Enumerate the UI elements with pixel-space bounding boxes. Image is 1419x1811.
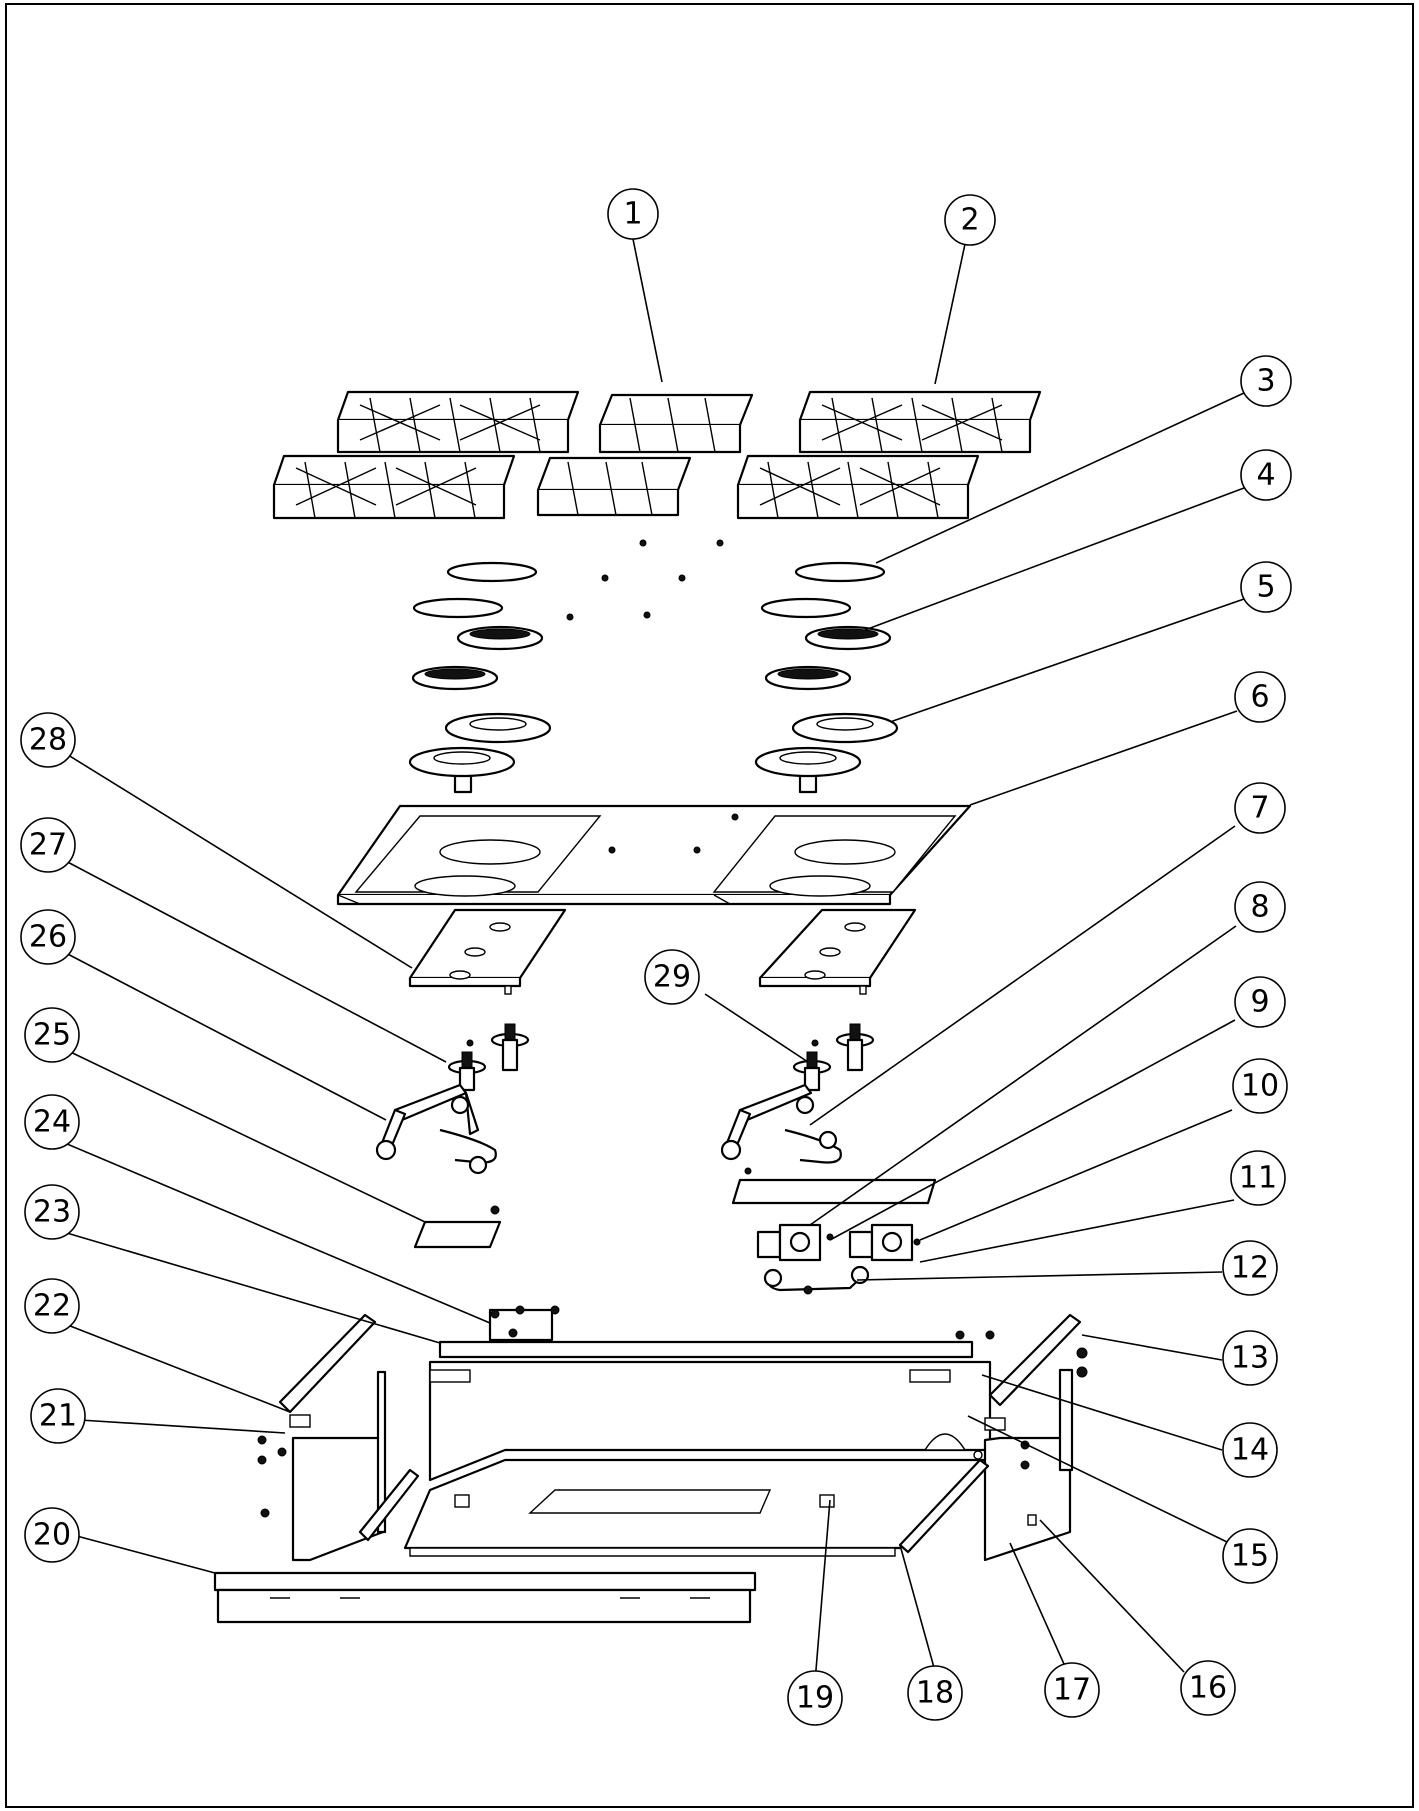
callout-17: 17 bbox=[1044, 1662, 1100, 1718]
svg-text:2: 2 bbox=[960, 203, 979, 238]
grate-left-front bbox=[272, 454, 516, 520]
svg-text:28: 28 bbox=[29, 723, 67, 758]
callout-24: 24 bbox=[24, 1094, 80, 1150]
callout-27: 27 bbox=[20, 817, 76, 873]
burner-grates bbox=[272, 390, 1042, 520]
callout-12: 12 bbox=[1222, 1240, 1278, 1296]
svg-text:19: 19 bbox=[796, 1681, 834, 1716]
chassis bbox=[257, 1305, 1088, 1562]
svg-text:24: 24 bbox=[33, 1105, 71, 1140]
cover-plate-right bbox=[731, 1167, 937, 1205]
callout-4: 4 bbox=[1240, 449, 1292, 501]
svg-text:25: 25 bbox=[33, 1018, 71, 1053]
burner-caps-left bbox=[412, 561, 538, 619]
callout-21: 21 bbox=[30, 1388, 86, 1444]
grate-right-back bbox=[798, 390, 1042, 454]
callout-13: 13 bbox=[1222, 1330, 1278, 1386]
cover-plate-left bbox=[413, 1205, 502, 1249]
burner-caps-right bbox=[760, 561, 886, 619]
callout-15: 15 bbox=[1222, 1528, 1278, 1584]
callout-19: 19 bbox=[787, 1670, 843, 1726]
right-side-panel bbox=[983, 1436, 1072, 1562]
callout-23: 23 bbox=[24, 1184, 80, 1240]
svg-text:18: 18 bbox=[916, 1676, 954, 1711]
svg-text:15: 15 bbox=[1231, 1539, 1269, 1574]
svg-text:14: 14 bbox=[1231, 1433, 1269, 1468]
heat-shield-left bbox=[408, 908, 567, 995]
drawing-border bbox=[5, 3, 1414, 1808]
callout-28: 28 bbox=[20, 712, 76, 768]
svg-text:1: 1 bbox=[623, 197, 642, 232]
svg-text:21: 21 bbox=[39, 1399, 77, 1434]
callout-9: 9 bbox=[1234, 976, 1286, 1028]
svg-text:27: 27 bbox=[29, 828, 67, 863]
callout-7: 7 bbox=[1234, 782, 1286, 834]
valve-assembly-right bbox=[720, 1023, 875, 1164]
callout-20: 20 bbox=[24, 1507, 80, 1563]
grate-left-back bbox=[336, 390, 580, 454]
svg-text:10: 10 bbox=[1241, 1069, 1279, 1104]
callout-26: 26 bbox=[20, 909, 76, 965]
svg-text:13: 13 bbox=[1231, 1341, 1269, 1376]
svg-text:9: 9 bbox=[1250, 985, 1269, 1020]
callout-22: 22 bbox=[24, 1278, 80, 1334]
svg-text:29: 29 bbox=[653, 960, 691, 995]
ignition-modules bbox=[756, 1223, 921, 1295]
callout-8: 8 bbox=[1234, 881, 1286, 933]
svg-text:16: 16 bbox=[1189, 1671, 1227, 1706]
callout-10: 10 bbox=[1232, 1058, 1288, 1114]
heat-shield-right bbox=[758, 908, 917, 995]
callout-1: 1 bbox=[607, 188, 659, 240]
valve-assembly-left bbox=[375, 1023, 530, 1175]
svg-text:7: 7 bbox=[1250, 791, 1269, 826]
leader-lines bbox=[59, 238, 1245, 1683]
svg-text:4: 4 bbox=[1256, 458, 1275, 493]
back-rail bbox=[438, 1340, 974, 1359]
callout-18: 18 bbox=[907, 1665, 963, 1721]
svg-text:6: 6 bbox=[1250, 680, 1269, 715]
left-angle-rail bbox=[278, 1313, 377, 1414]
grate-middle-back bbox=[598, 393, 754, 454]
svg-text:20: 20 bbox=[33, 1518, 71, 1553]
callout-25: 25 bbox=[24, 1007, 80, 1063]
svg-text:22: 22 bbox=[33, 1289, 71, 1324]
svg-text:17: 17 bbox=[1053, 1673, 1091, 1708]
svg-text:12: 12 bbox=[1231, 1251, 1269, 1286]
svg-text:23: 23 bbox=[33, 1195, 71, 1230]
callout-11: 11 bbox=[1230, 1150, 1286, 1206]
svg-text:11: 11 bbox=[1239, 1161, 1277, 1196]
screws bbox=[566, 539, 724, 621]
callout-2: 2 bbox=[944, 194, 996, 246]
svg-text:8: 8 bbox=[1250, 890, 1269, 925]
burner-bases bbox=[408, 712, 899, 794]
grate-middle-front bbox=[536, 456, 692, 517]
burner-heads bbox=[411, 625, 892, 691]
front-panel bbox=[213, 1571, 757, 1624]
svg-text:3: 3 bbox=[1256, 364, 1275, 399]
callout-14: 14 bbox=[1222, 1422, 1278, 1478]
svg-text:5: 5 bbox=[1256, 570, 1275, 605]
callout-6: 6 bbox=[1234, 671, 1286, 723]
burner-box bbox=[336, 804, 972, 906]
callout-16: 16 bbox=[1180, 1660, 1236, 1716]
svg-text:26: 26 bbox=[29, 920, 67, 955]
callout-29: 29 bbox=[644, 949, 700, 1005]
grate-right-front bbox=[736, 454, 980, 520]
right-angle-rail bbox=[988, 1313, 1082, 1407]
callout-5: 5 bbox=[1240, 561, 1292, 613]
callout-3: 3 bbox=[1240, 355, 1292, 407]
left-side-panel bbox=[291, 1436, 385, 1562]
callouts: 1 2 3 4 5 6 7 8 9 10 11 12 13 14 15 16 1… bbox=[20, 188, 1292, 1726]
